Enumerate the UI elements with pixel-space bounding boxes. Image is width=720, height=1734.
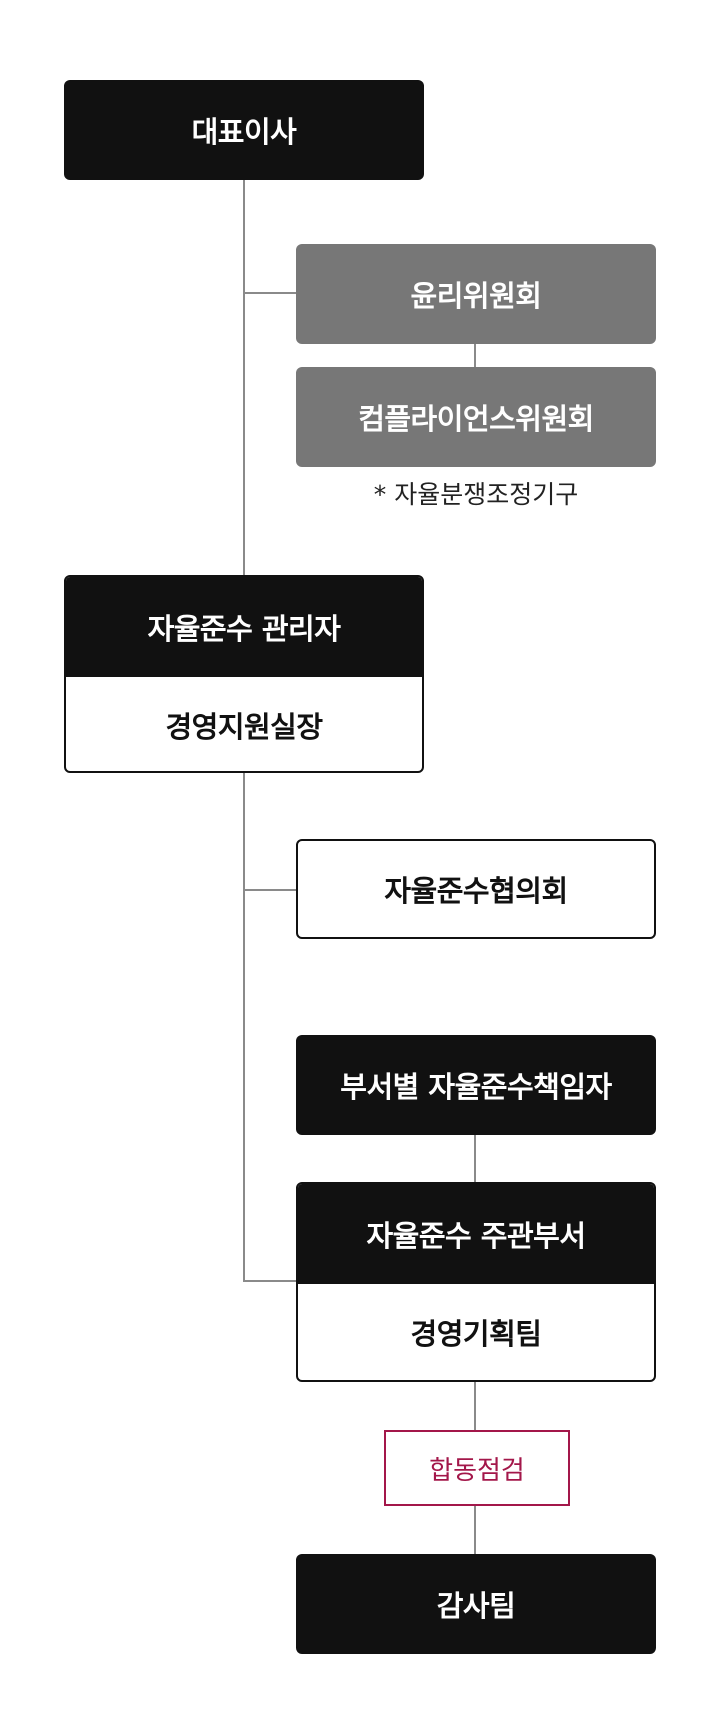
compliance-manager-subtitle: 경영지원실장 xyxy=(165,710,323,744)
compliance-manager-title: 자율준수 관리자 xyxy=(66,577,422,677)
connector-main-lower xyxy=(243,773,245,1281)
connector-to-council xyxy=(243,889,297,891)
connector-dept-inspection xyxy=(474,1381,476,1431)
joint-inspection-tag: 합동점검 xyxy=(384,1430,570,1506)
ceo-box: 대표이사 xyxy=(64,80,424,180)
dept-officer-box: 부서별 자율준수책임자 xyxy=(296,1035,656,1135)
connector-ethics-compliance xyxy=(474,344,476,368)
audit-team-box: 감사팀 xyxy=(296,1554,656,1654)
compliance-committee-note: * 자율분쟁조정기구 xyxy=(373,480,579,509)
ethics-committee-box: 윤리위원회 xyxy=(296,244,656,344)
connector-to-dept xyxy=(243,1280,297,1282)
compliance-committee-box: 컴플라이언스위원회 xyxy=(296,367,656,467)
compliance-manager-box: 자율준수 관리자 경영지원실장 xyxy=(64,575,424,773)
connector-main-upper xyxy=(243,180,245,576)
compliance-dept-box: 자율준수 주관부서 경영기획팀 xyxy=(296,1182,656,1382)
compliance-dept-title: 자율준수 주관부서 xyxy=(298,1184,654,1284)
compliance-dept-subtitle: 경영기획팀 xyxy=(410,1317,542,1351)
compliance-council-box: 자율준수협의회 xyxy=(296,839,656,939)
connector-to-ethics xyxy=(243,292,297,294)
connector-inspection-audit xyxy=(474,1506,476,1554)
connector-officer-dept xyxy=(474,1134,476,1182)
